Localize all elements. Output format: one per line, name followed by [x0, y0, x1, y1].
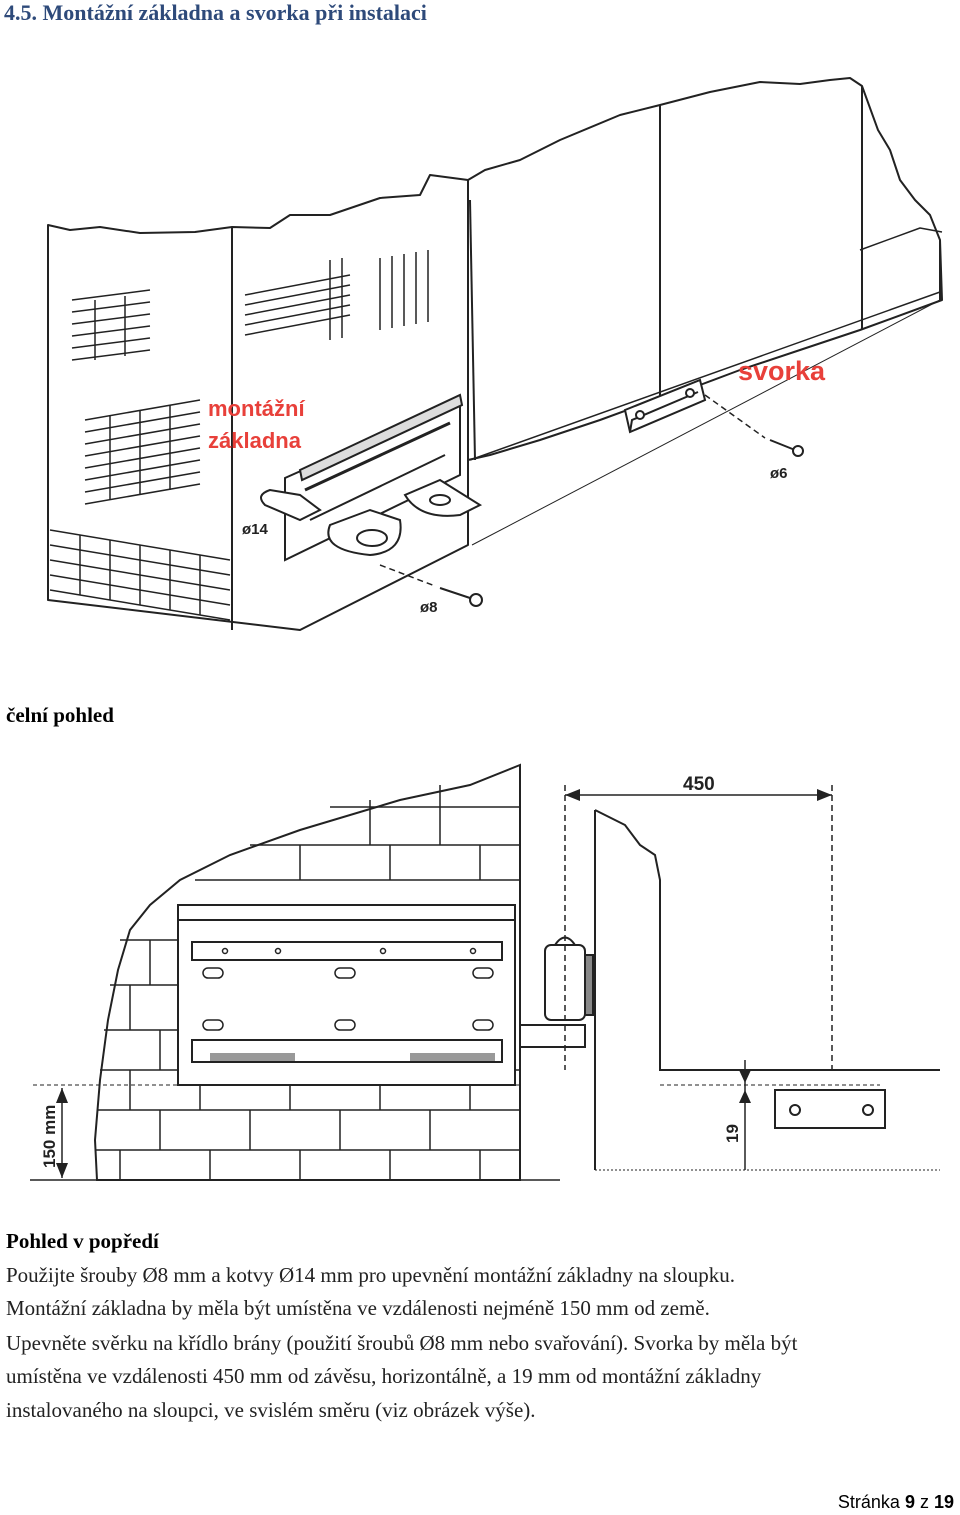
page-footer: Stránka 9 z 19 — [838, 1492, 954, 1513]
description-line-1: Použijte šrouby Ø8 mm a kotvy Ø14 mm pro… — [6, 1263, 736, 1287]
gate-leaf — [594, 809, 940, 1071]
isometric-installation-drawing: montážní základna svorka ø14 ø8 ø6 — [47, 77, 943, 631]
description-line-5: instalovaného na sloupci, ve svislém smě… — [6, 1398, 536, 1422]
description-heading: Pohled v popředí — [6, 1229, 159, 1253]
footer-page-number: 9 — [904, 1492, 915, 1512]
description-line-3: Upevněte svěrku na křídlo brány (použití… — [6, 1331, 798, 1355]
footer-middle: z — [914, 1492, 934, 1512]
label-d8-lower: ø8 — [420, 599, 438, 616]
dim-150: 150 mm — [40, 1105, 59, 1168]
description-line-4: umístěna ve vzdálenosti 450 mm od závěsu… — [6, 1364, 762, 1388]
section-heading: 4.5. Montážní základna a svorka při inst… — [4, 0, 427, 25]
wall-outline — [467, 77, 943, 461]
front-view-label: čelní pohled — [6, 703, 114, 727]
front-view-drawing: 450 19 150 mm — [30, 763, 940, 1181]
label-zakladna: základna — [208, 428, 302, 453]
dim-19: 19 — [723, 1124, 742, 1143]
label-montazni: montážní — [208, 396, 305, 421]
label-d8-upper: ø6 — [770, 465, 788, 482]
dim-450: 450 — [683, 774, 715, 795]
label-svorka: svorka — [738, 356, 826, 386]
description-line-2: Montážní základna by měla být umístěna v… — [6, 1296, 710, 1320]
footer-prefix: Stránka — [837, 1492, 905, 1512]
label-d14: ø14 — [242, 521, 269, 538]
footer-page-total: 19 — [933, 1492, 954, 1512]
